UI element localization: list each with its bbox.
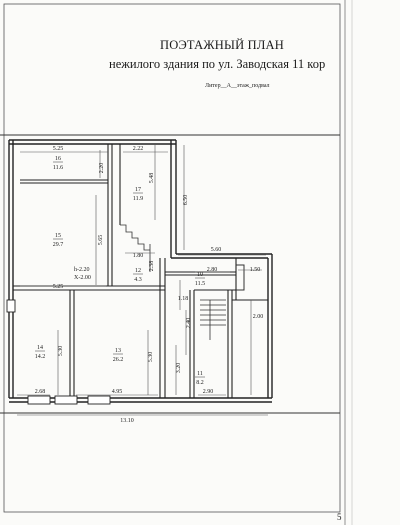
- room-17-number: 17: [135, 187, 141, 193]
- dimension-texts: 5.25 2.22 1.80 5.60 2.80 1.50 5.25 1.18 …: [35, 146, 264, 424]
- dim-13-10: 13.10: [120, 418, 134, 424]
- room-15-label: 15 29.7: [53, 233, 64, 248]
- plan-subtitle: нежилого здания по ул. Заводская 11 кор: [109, 57, 326, 71]
- windows: [27, 395, 111, 405]
- room-16-area: 11.6: [53, 165, 63, 171]
- room-11-number: 11: [197, 371, 203, 377]
- outer-walls: [8, 139, 273, 403]
- room-12-area: 4.3: [134, 277, 142, 283]
- dim-2-68: 2.68: [35, 389, 46, 395]
- room-12-label: 12 4.3: [133, 268, 143, 283]
- dimension-lines: [17, 145, 268, 416]
- room-15-area: 29.7: [53, 242, 64, 248]
- dim-5-30-a: 5.30: [58, 346, 64, 357]
- plan-title: ПОЭТАЖНЫЙ ПЛАН: [160, 38, 284, 52]
- dim-2-00: 2.00: [253, 314, 264, 320]
- room-10-label: 10 11.5: [195, 272, 205, 287]
- room-17-label: 17 11.9: [133, 187, 143, 202]
- height-note-x: X-2.00: [74, 275, 91, 281]
- dim-2-20: 2.20: [99, 163, 105, 174]
- staircase: [120, 224, 226, 340]
- dim-2-38: 2.38: [149, 261, 155, 272]
- dim-4-95: 4.95: [112, 389, 123, 395]
- room-16-number: 16: [55, 156, 61, 162]
- dim-3-20: 3.20: [176, 363, 182, 374]
- room-11-label: 11 8.2: [195, 371, 205, 386]
- dim-2-90: 2.90: [203, 389, 214, 395]
- dimension-texts-vertical: 2.20 5.48 6.50 5.65 2.38 2.40 5.30 5.30 …: [58, 163, 192, 374]
- page-number: 5: [337, 512, 342, 522]
- room-10-area: 11.5: [195, 281, 205, 287]
- dim-1-18: 1.18: [178, 296, 189, 302]
- side-window-left: [6, 299, 16, 313]
- dim-5-48: 5.48: [149, 173, 155, 184]
- room-14-label: 14 14.2: [35, 345, 46, 360]
- height-note-h: h-2.20: [74, 267, 90, 273]
- room-11-area: 8.2: [196, 380, 204, 386]
- dim-1-80: 1.80: [133, 253, 144, 259]
- exterior-stair: [236, 264, 245, 291]
- room-15-number: 15: [55, 233, 61, 239]
- dim-2-80: 2.80: [207, 267, 218, 273]
- plan-caption: Литер__А__этаж_подвал: [205, 83, 270, 89]
- dim-5-25-top: 5.25: [53, 146, 64, 152]
- dim-6-50: 6.50: [183, 195, 189, 206]
- dim-2-40: 2.40: [186, 318, 192, 329]
- dim-1-50: 1.50: [250, 267, 261, 273]
- dim-2-22: 2.22: [133, 146, 144, 152]
- dim-5-65: 5.65: [98, 235, 104, 246]
- room-13-area: 26.2: [113, 357, 124, 363]
- room-16-label: 16 11.6: [53, 156, 63, 171]
- room-12-number: 12: [135, 268, 141, 274]
- room-17-area: 11.9: [133, 196, 143, 202]
- dim-5-30-b: 5.30: [148, 352, 154, 363]
- sheet-frame: [3, 3, 341, 513]
- dim-5-25-mid: 5.25: [53, 284, 64, 290]
- room-14-number: 14: [37, 345, 43, 351]
- room-13-number: 13: [115, 348, 121, 354]
- room-13-label: 13 26.2: [113, 348, 124, 363]
- room-10-number: 10: [197, 272, 203, 278]
- dim-5-60: 5.60: [211, 247, 222, 253]
- room-14-area: 14.2: [35, 354, 46, 360]
